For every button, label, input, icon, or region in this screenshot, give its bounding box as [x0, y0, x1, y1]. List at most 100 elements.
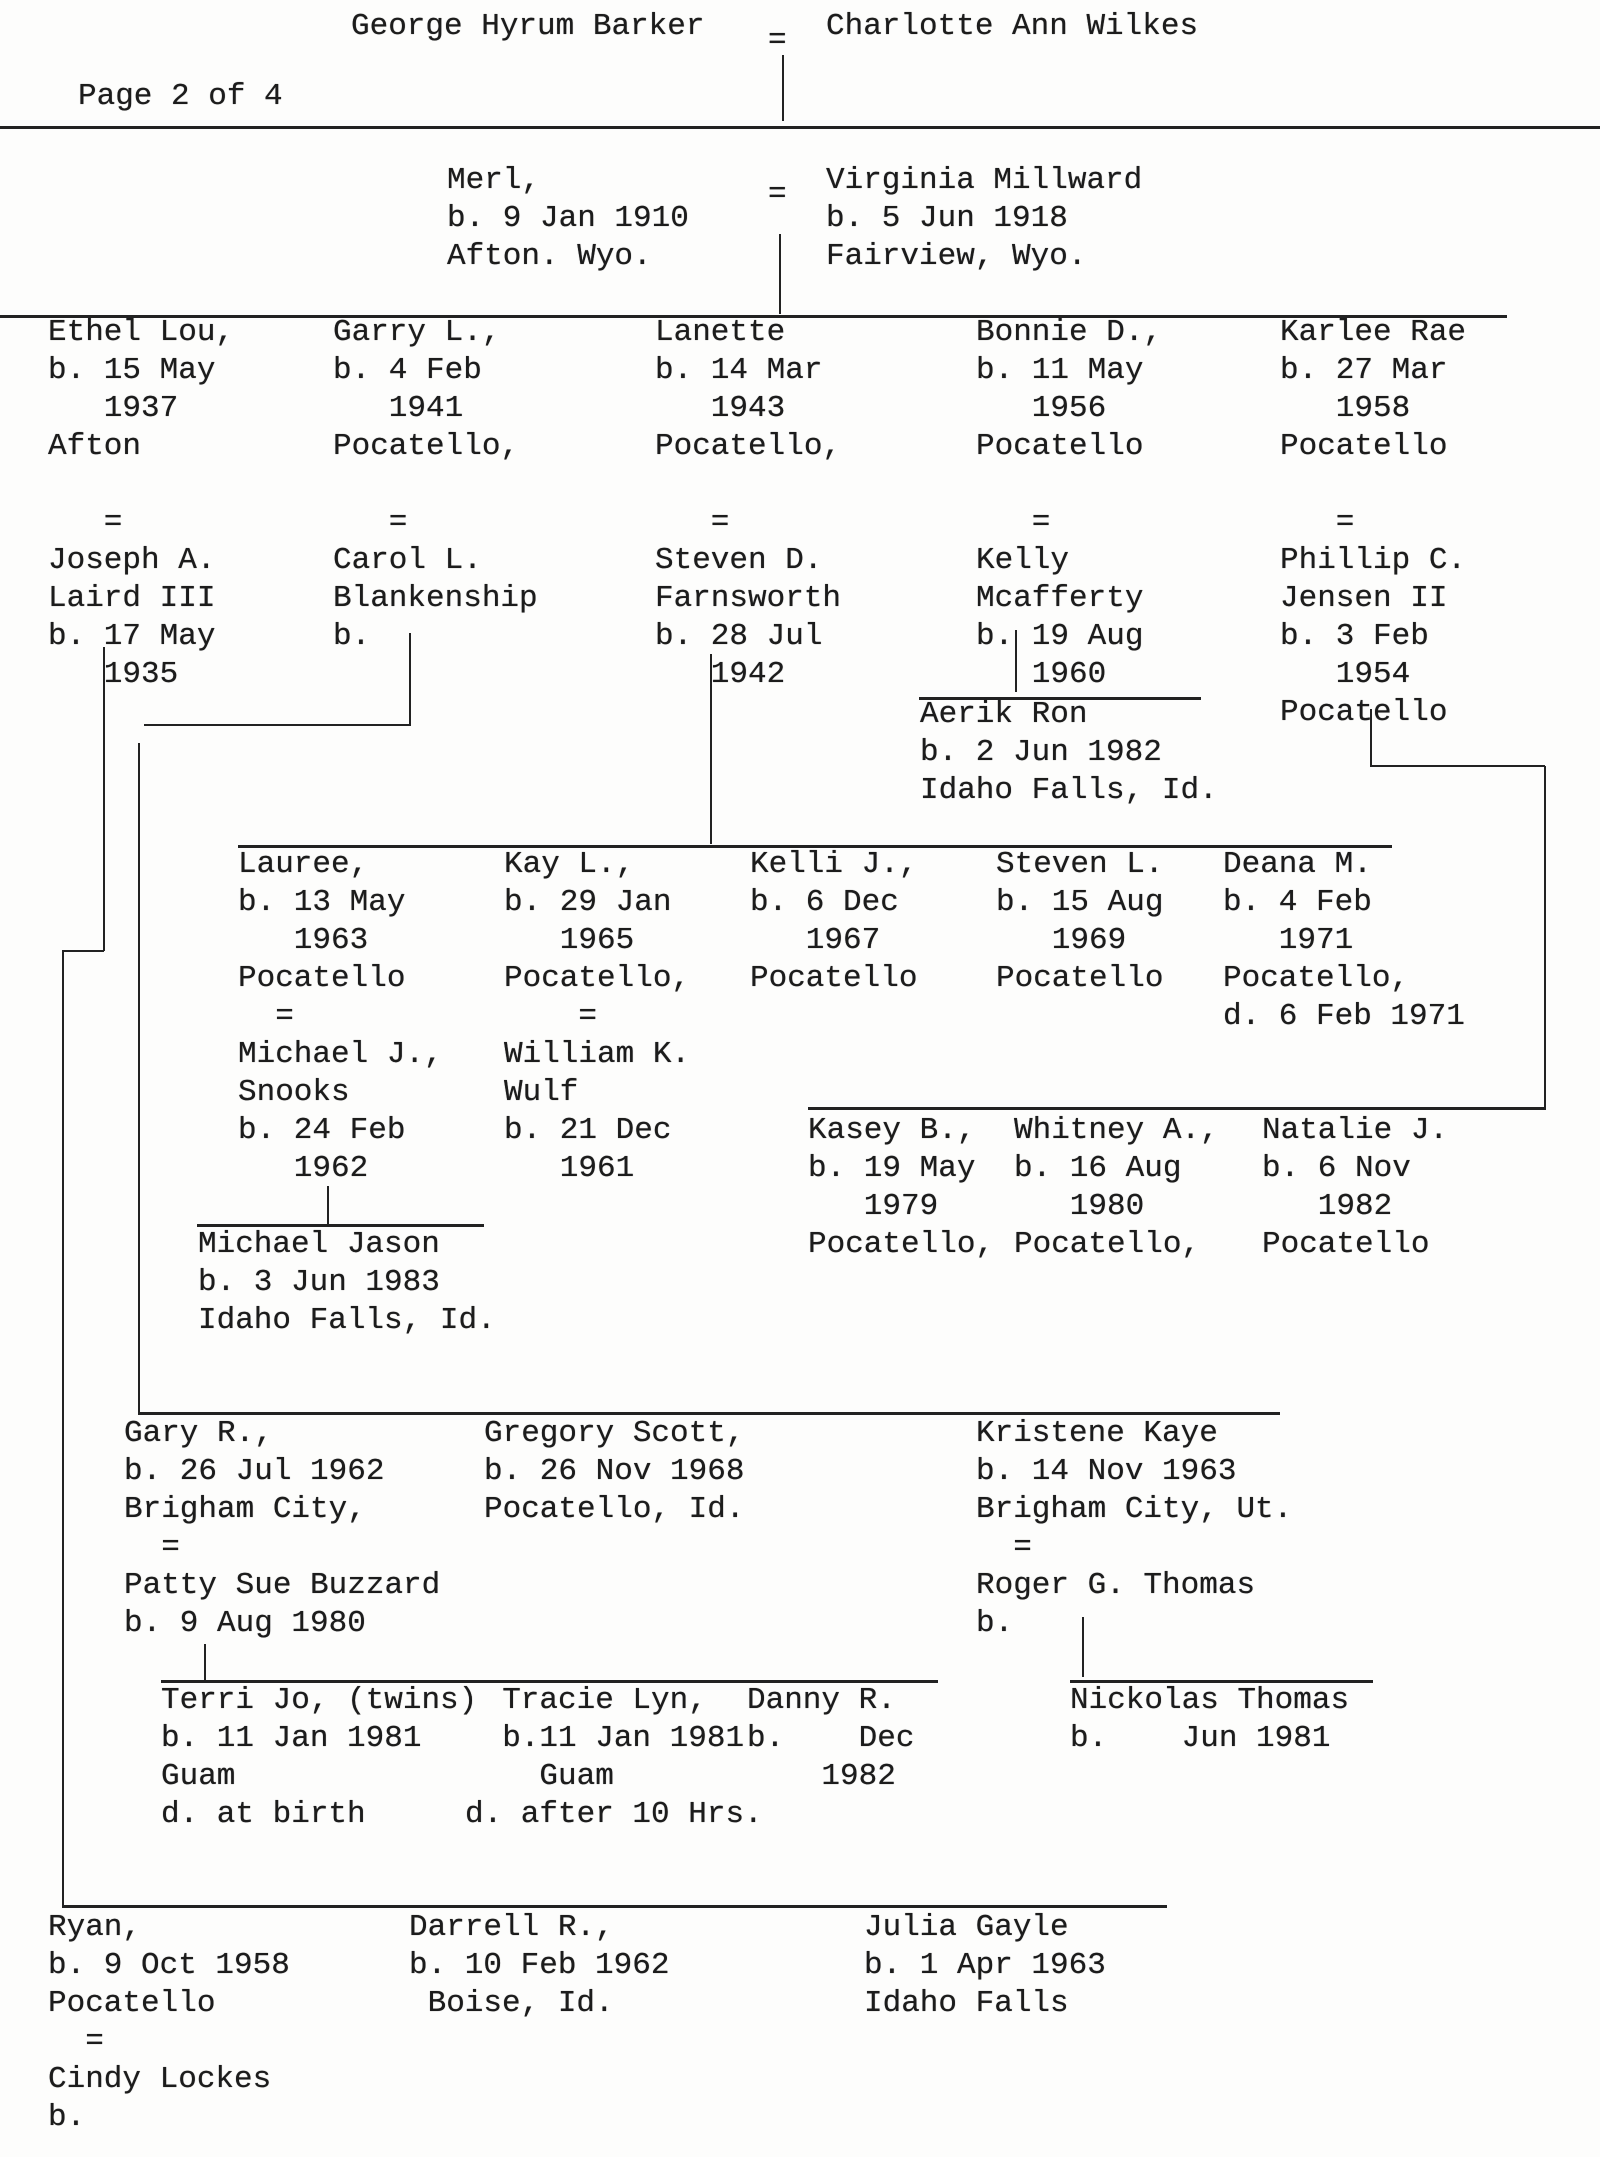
- text-line: [655, 466, 841, 504]
- text-line: Aerik Ron: [920, 697, 1088, 732]
- text-line: Pocatello: [1280, 695, 1448, 730]
- text-line: b.: [48, 2100, 86, 2135]
- text-line: 1943: [655, 391, 786, 426]
- text-line: Garry L.,: [333, 315, 501, 350]
- text-line: b. 15 May: [48, 353, 216, 388]
- text-line: [333, 466, 538, 504]
- text-line: b. 4 Feb: [333, 353, 482, 388]
- text-line: 1979: [808, 1189, 939, 1224]
- text-line: b. 11 May: [976, 353, 1144, 388]
- text-line: 1960: [976, 657, 1107, 692]
- connector-line: [138, 743, 140, 1413]
- text-line: Kristene Kaye: [976, 1416, 1218, 1451]
- text-line: Gregory Scott,: [484, 1416, 745, 1451]
- text-line: Natalie J.: [1262, 1113, 1449, 1148]
- text-line: Julia Gayle: [864, 1910, 1069, 1945]
- text-line: b. 9 Jan 1910: [447, 201, 689, 236]
- text-line: Michael Jason: [198, 1227, 440, 1262]
- text-line: d. after 10 Hrs.: [465, 1797, 763, 1832]
- text-line: =: [333, 505, 408, 540]
- text-line: b. 16 Aug: [1014, 1151, 1182, 1186]
- text-line: 1961: [504, 1151, 635, 1186]
- text-line: 1937: [48, 391, 179, 426]
- text-line: b. 13 May: [238, 885, 406, 920]
- text-line: b. 11 Jan 1981: [161, 1721, 422, 1756]
- text-line: [1280, 466, 1466, 504]
- text-line: =: [238, 999, 294, 1034]
- text-line: Bonnie D.,: [976, 315, 1163, 350]
- text-line: b. 6 Dec: [750, 885, 899, 920]
- text-line: b. 29 Jan: [504, 885, 672, 920]
- text-line: =: [655, 505, 730, 540]
- text-line: Kelli J.,: [750, 847, 918, 882]
- text-line: b. 24 Feb: [238, 1113, 406, 1148]
- text-line: Pocatello,: [1223, 961, 1410, 996]
- sibling-line: [238, 845, 1392, 848]
- text-line: 1982: [747, 1759, 896, 1794]
- text-line: William K.: [504, 1037, 691, 1072]
- text-line: b. 15 Aug: [996, 885, 1164, 920]
- text-line: Guam: [465, 1759, 614, 1794]
- text-line: 1941: [333, 391, 464, 426]
- text-line: Pocatello,: [808, 1227, 995, 1262]
- text-line: b. 17 May: [48, 619, 216, 654]
- text-line: Afton: [48, 429, 142, 464]
- text-line: [976, 466, 1162, 504]
- text-line: Pocatello,: [333, 429, 520, 464]
- text-line: b.11 Jan 1981: [465, 1721, 745, 1756]
- text-line: b. 3 Feb: [1280, 619, 1429, 654]
- text-line: Ethel Lou,: [48, 315, 235, 350]
- text-line: Kelly: [976, 543, 1070, 578]
- text-line: Wulf: [504, 1075, 579, 1110]
- text-line: Kay L.,: [504, 847, 635, 882]
- text-line: Idaho Falls, Id.: [920, 773, 1218, 808]
- person-darrell: Darrell R.,b. 10 Feb 1962 Boise, Id.: [409, 1909, 669, 2023]
- sibling-line: [138, 1412, 1280, 1415]
- connector-line: [779, 234, 781, 314]
- text-line: 1967: [750, 923, 881, 958]
- connector-line: [1082, 1617, 1084, 1677]
- text-line: Kasey B.,: [808, 1113, 976, 1148]
- connector-line: [1015, 630, 1017, 692]
- text-line: 1963: [238, 923, 369, 958]
- text-line: b. 9 Aug 1980: [124, 1606, 366, 1641]
- text-line: =: [124, 1530, 180, 1565]
- text-line: =: [1280, 505, 1355, 540]
- text-line: Pocatello,: [1014, 1227, 1201, 1262]
- text-line: b. Jun 1981: [1070, 1721, 1331, 1756]
- page-number: Page 2 of 4: [78, 79, 283, 114]
- text-line: b. 4 Feb: [1223, 885, 1372, 920]
- text-line: b. 6 Nov: [1262, 1151, 1411, 1186]
- connector-line: [103, 647, 105, 951]
- text-line: d. 6 Feb 1971: [1223, 999, 1465, 1034]
- connector-line: [62, 950, 64, 1907]
- text-line: Laird III: [48, 581, 216, 616]
- text-line: b. 26 Jul 1962: [124, 1454, 385, 1489]
- text-line: Pocatello: [976, 429, 1144, 464]
- text-line: Pocatello,: [655, 429, 842, 464]
- text-line: Brigham City, Ut.: [976, 1492, 1293, 1527]
- connector-line: [782, 55, 784, 121]
- sibling-line: [0, 315, 1507, 318]
- text-line: Pocatello: [1262, 1227, 1430, 1262]
- text-line: Idaho Falls: [864, 1986, 1069, 2021]
- text-line: b. 21 Dec: [504, 1113, 672, 1148]
- text-line: b. 28 Jul: [655, 619, 823, 654]
- text-line: [48, 466, 234, 504]
- person-danny: Danny R.b. Dec 1982: [747, 1682, 914, 1796]
- text-line: Steven L.: [996, 847, 1164, 882]
- text-line: 1935: [48, 657, 179, 692]
